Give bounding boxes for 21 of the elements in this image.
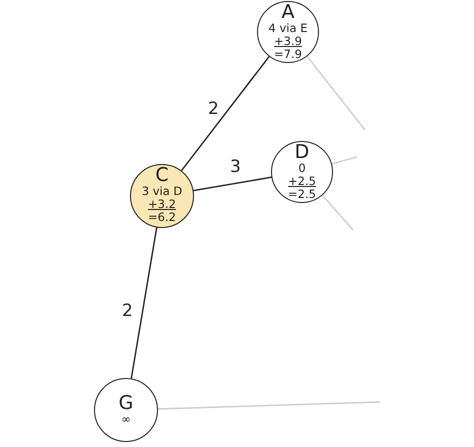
node-increment: +3.9 <box>274 35 302 48</box>
connector-line <box>322 194 354 230</box>
connector-line <box>332 156 358 165</box>
connector-line <box>193 176 272 192</box>
node-distance: ∞ <box>121 413 131 426</box>
connector-line <box>158 401 380 410</box>
node-total: =2.5 <box>288 188 316 201</box>
node-distance: 0 <box>298 162 306 175</box>
node-distance: 4 via E <box>268 22 308 35</box>
connector-line <box>180 56 270 172</box>
node-increment: +2.5 <box>288 175 316 188</box>
node-total: =7.9 <box>274 48 302 61</box>
node-letter: G <box>118 394 134 413</box>
node-letter: D <box>294 143 310 162</box>
node-distance: 3 via D <box>142 185 182 198</box>
node-letter: A <box>282 3 294 22</box>
node-increment: +3.2 <box>148 198 176 211</box>
connector-line <box>306 56 366 130</box>
connector-line <box>130 227 158 379</box>
node-letter: C <box>155 166 169 185</box>
node-total: =6.2 <box>148 211 176 224</box>
